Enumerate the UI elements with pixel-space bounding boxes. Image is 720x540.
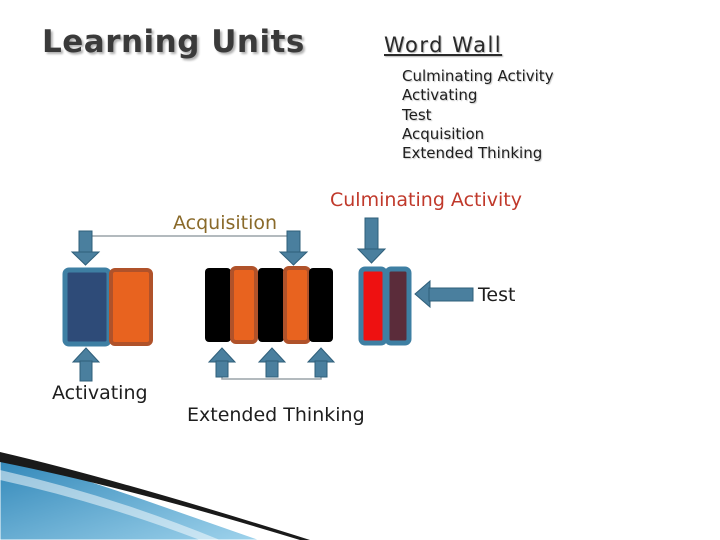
culminating-activity-arrow bbox=[356, 217, 387, 264]
culminating-activity-block bbox=[358, 266, 388, 346]
test-arrow bbox=[414, 279, 474, 309]
activating-label: Activating bbox=[52, 382, 148, 404]
word-wall-item: Extended Thinking bbox=[402, 144, 543, 163]
test-label: Test bbox=[478, 284, 516, 306]
activating-block bbox=[62, 267, 112, 347]
word-wall-list: Culminating Activity Activating Test Acq… bbox=[402, 67, 554, 163]
extended-thinking-arrow bbox=[207, 347, 237, 378]
extended-thinking-arrow bbox=[306, 347, 336, 378]
acquisition-block bbox=[230, 266, 258, 344]
activating-arrow bbox=[71, 347, 101, 382]
culminating-activity-label: Culminating Activity bbox=[330, 189, 522, 211]
word-wall-item: Acquisition bbox=[402, 124, 485, 143]
acquisition-block bbox=[109, 268, 153, 346]
acquisition-label: Acquisition bbox=[173, 212, 278, 234]
acquisition-arrow-left bbox=[70, 230, 101, 266]
extended-thinking-block bbox=[258, 268, 284, 342]
slide-title: Learning Units bbox=[42, 24, 305, 60]
word-wall-item: Test bbox=[402, 105, 432, 124]
word-wall-item: Culminating Activity bbox=[402, 67, 554, 85]
decorative-swoosh bbox=[0, 452, 310, 540]
acquisition-arrow-right bbox=[278, 230, 309, 266]
extended-thinking-arrow bbox=[257, 347, 287, 378]
word-wall-heading: Word Wall bbox=[384, 33, 503, 57]
test-block bbox=[384, 266, 412, 346]
extended-thinking-label: Extended Thinking bbox=[187, 404, 365, 426]
extended-thinking-block bbox=[309, 268, 333, 342]
extended-thinking-block bbox=[205, 268, 231, 342]
word-wall-item: Activating bbox=[402, 86, 478, 105]
acquisition-block bbox=[283, 266, 311, 344]
